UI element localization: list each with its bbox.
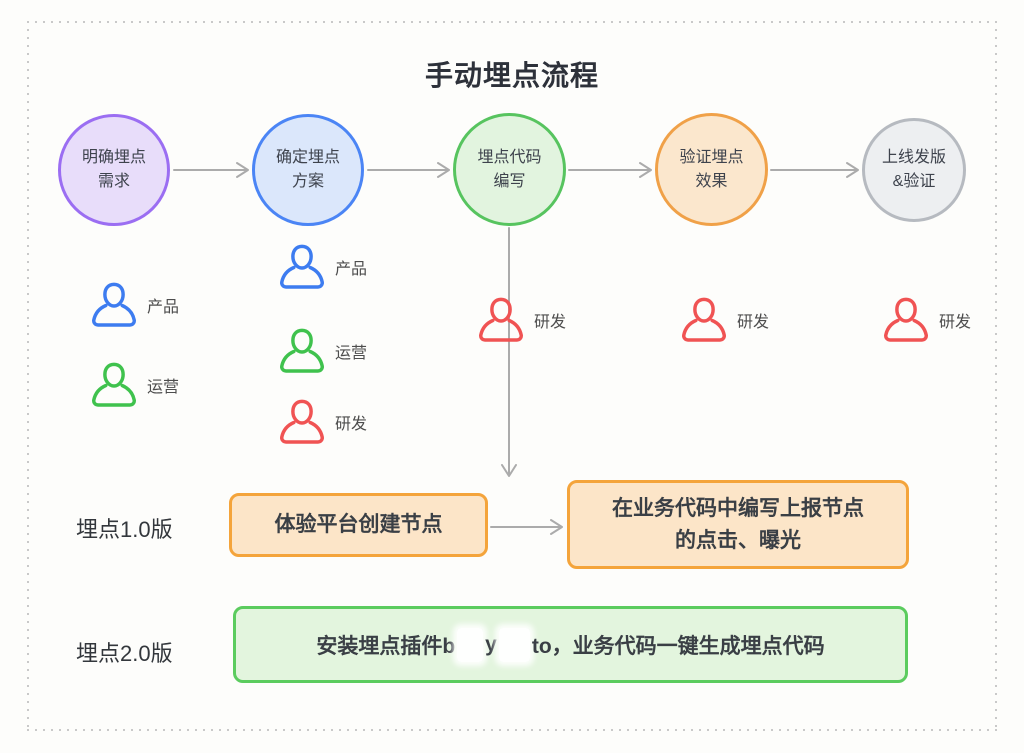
role-label: 研发 xyxy=(939,314,972,331)
step-label-line: &验证 xyxy=(892,173,936,190)
step-label-line: 需求 xyxy=(97,173,130,190)
step-label-line: 方案 xyxy=(291,173,324,190)
role-step1-product: 产品 xyxy=(90,281,179,329)
flow-step-clarify-requirement: 明确埋点 需求 xyxy=(58,114,170,226)
flow-step-release-verify: 上线发版 &验证 xyxy=(862,118,966,222)
v1-box1-text: 体验平台创建节点 xyxy=(274,513,443,537)
role-step2-operations: 运营 xyxy=(278,327,367,375)
role-label: 产品 xyxy=(335,261,368,278)
flow-step-write-code: 埋点代码 编写 xyxy=(453,113,566,226)
role-step1-operations: 运营 xyxy=(90,361,179,409)
step-label-line: 编写 xyxy=(493,172,526,190)
v1-box2-line1: 在业务代码中编写上报节点 xyxy=(612,497,864,520)
v2-text-part2: y xyxy=(485,632,497,656)
person-icon xyxy=(92,362,136,407)
page-title: 手动埋点流程 xyxy=(424,60,599,91)
role-step2-product: 产品 xyxy=(278,243,367,291)
person-icon xyxy=(682,297,726,342)
role-label: 研发 xyxy=(335,416,368,433)
step-label-line: 确定埋点 xyxy=(275,149,340,166)
step-label-line: 效果 xyxy=(695,172,728,190)
flow-step-verify-effect: 验证埋点 效果 xyxy=(655,113,768,226)
version2-row-label: 埋点2.0版 xyxy=(76,641,173,666)
version1-row-label: 埋点1.0版 xyxy=(76,517,173,542)
person-icon xyxy=(884,297,928,342)
v1-box2-line2: 的点击、曝光 xyxy=(675,528,801,552)
role-step2-rd: 研发 xyxy=(278,398,367,446)
v2-text-part3: to，业务代码一键生成埋点代码 xyxy=(531,634,825,658)
step-label-line: 上线发版 xyxy=(881,149,946,166)
person-icon xyxy=(479,297,523,342)
role-label: 运营 xyxy=(335,345,368,362)
role-label: 运营 xyxy=(147,379,180,396)
v1-box-create-node: 体验平台创建节点 xyxy=(229,493,488,557)
person-icon xyxy=(280,328,324,373)
role-step3-rd: 研发 xyxy=(477,296,566,344)
v2-box-plugin: 安装埋点插件b y to，业务代码一键生成埋点代码 xyxy=(233,606,908,683)
flow-step-define-plan: 确定埋点 方案 xyxy=(252,114,364,226)
redaction-patch xyxy=(457,627,484,662)
step-label-line: 埋点代码 xyxy=(477,148,542,166)
role-step4-rd: 研发 xyxy=(680,296,769,344)
v2-text-part1: 安装埋点插件b xyxy=(316,634,456,658)
role-label: 研发 xyxy=(534,314,567,331)
redaction-patch xyxy=(498,627,530,662)
role-step5-rd: 研发 xyxy=(882,296,971,344)
step-label-line: 验证埋点 xyxy=(679,148,744,166)
person-icon xyxy=(280,244,324,289)
v1-box-write-report-code: 在业务代码中编写上报节点 的点击、曝光 xyxy=(567,480,909,569)
person-icon xyxy=(280,399,324,444)
person-icon xyxy=(92,282,136,327)
step-label-line: 明确埋点 xyxy=(81,149,146,166)
role-label: 产品 xyxy=(147,299,180,316)
role-label: 研发 xyxy=(737,314,770,331)
